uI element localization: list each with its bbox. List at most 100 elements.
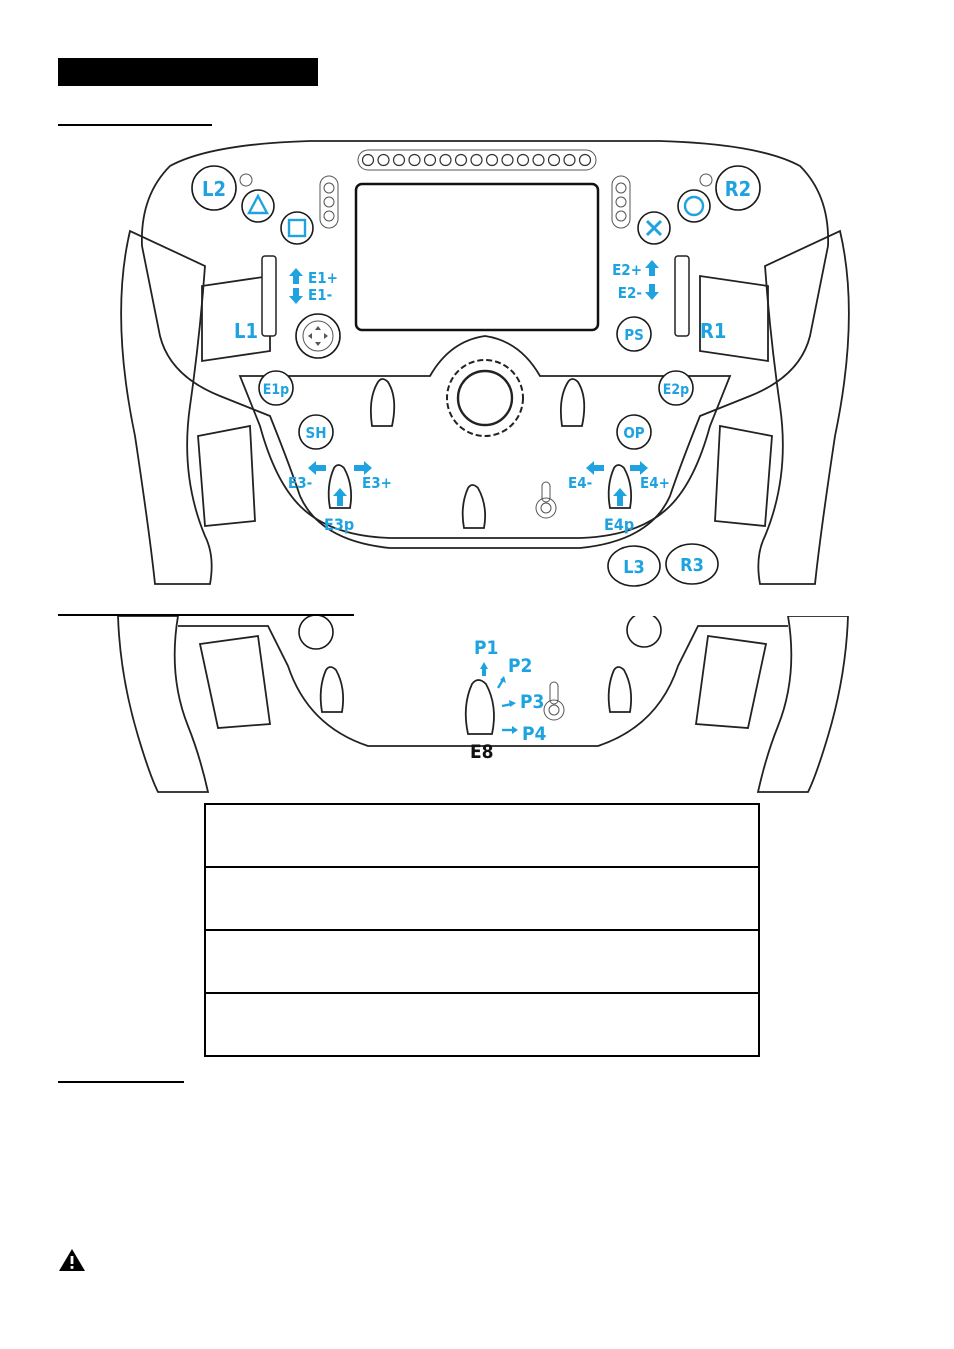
e3-right-arrow	[354, 461, 372, 475]
right-lower-paddle-detail	[694, 634, 768, 729]
p1-label: P1	[474, 637, 498, 659]
sh-button[interactable]	[298, 414, 334, 450]
e3p-label: E3p	[324, 515, 354, 534]
square-icon	[287, 218, 307, 238]
e4-rotary-encoder[interactable]	[607, 464, 633, 509]
right-led-column	[611, 175, 631, 229]
e2-plus-label: E2+	[612, 261, 642, 279]
e2-up-arrow	[645, 260, 659, 276]
e4-minus-label: E4-	[568, 474, 592, 492]
e4-plus-label: E4+	[640, 474, 670, 492]
rev-led	[578, 153, 592, 167]
l2-label: L2	[202, 177, 226, 201]
rev-led	[377, 153, 390, 167]
l3-button-detail[interactable]	[298, 616, 334, 650]
left-led-column	[319, 175, 339, 229]
e3-rotary-encoder[interactable]	[327, 464, 353, 509]
rev-led	[501, 153, 514, 167]
l1-label: L1	[234, 319, 258, 343]
dpad-inner-ring	[302, 320, 334, 352]
right-lower-paddle	[714, 424, 773, 527]
r2-label: R2	[725, 177, 751, 201]
cross-icon	[645, 219, 663, 237]
toggle-switch-detail[interactable]	[543, 681, 565, 721]
r1-label: R1	[700, 319, 726, 343]
toggle-switch[interactable]	[535, 481, 557, 519]
e1-up-arrow	[289, 268, 303, 284]
p1-arrow	[480, 662, 488, 676]
wheel-body	[141, 140, 829, 549]
warning-icon	[59, 1249, 85, 1271]
left-paddle	[201, 274, 271, 363]
lower-center-rotary[interactable]	[461, 484, 487, 529]
rev-led	[361, 153, 375, 167]
circle-icon	[683, 195, 705, 217]
p4-label: P4	[522, 723, 547, 745]
e3-plus-label: E3+	[362, 474, 392, 492]
e2-rotary-encoder[interactable]	[674, 255, 690, 337]
rev-led	[532, 153, 545, 167]
e2p-button[interactable]	[658, 370, 694, 406]
sh-label: SH	[305, 424, 326, 442]
table-row	[206, 868, 758, 931]
subtitle-underline-2	[58, 614, 354, 616]
e1p-label: E1p	[263, 382, 289, 398]
r3-button[interactable]	[665, 543, 719, 585]
r2-small-knob	[699, 173, 713, 187]
subtitle-underline-1	[58, 124, 212, 126]
settings-table	[204, 803, 760, 1057]
p2-arrow-head	[500, 676, 506, 683]
p3-label: P3	[520, 691, 544, 713]
rev-led	[392, 153, 406, 167]
p2-label: P2	[508, 655, 532, 677]
op-button[interactable]	[616, 414, 652, 450]
l2-button[interactable]	[191, 165, 237, 211]
e4-push-arrow	[613, 488, 627, 506]
e3-minus-label: E3-	[288, 474, 312, 492]
left-lower-rotary-detail[interactable]	[319, 666, 345, 713]
e8-multi-position-switch[interactable]	[464, 679, 495, 735]
left-lower-paddle	[197, 424, 256, 527]
ps-button[interactable]	[616, 316, 652, 352]
r3-button-detail[interactable]	[626, 616, 662, 648]
p3-arrow-head	[509, 700, 516, 707]
left-upper-rotary[interactable]	[369, 378, 396, 427]
dpad-arrows-icon	[308, 326, 328, 346]
r2-button[interactable]	[715, 165, 761, 211]
wheel-lower-detail-diagram: P1 P2 P3 P4 E8	[117, 616, 849, 793]
circle-button[interactable]	[677, 189, 711, 223]
section-title-bar	[58, 58, 318, 86]
l3-label: L3	[623, 557, 645, 578]
e1-plus-label: E1+	[308, 269, 338, 287]
rev-led-strip	[357, 149, 597, 171]
triangle-icon	[247, 193, 269, 215]
table-row	[206, 931, 758, 994]
e4p-label: E4p	[604, 515, 634, 534]
left-lower-paddle-detail	[198, 634, 272, 729]
left-grip-lower	[117, 616, 210, 793]
table-row	[206, 805, 758, 868]
right-lower-rotary-detail[interactable]	[607, 666, 633, 713]
p4-arrow-head	[512, 726, 518, 734]
rev-led	[485, 153, 499, 167]
op-label: OP	[623, 424, 644, 442]
subtitle-underline-3	[58, 1081, 184, 1083]
display-screen	[354, 182, 600, 332]
e2-down-arrow	[645, 284, 659, 300]
e3-left-arrow	[308, 461, 326, 475]
ps-label: PS	[624, 326, 644, 344]
e8-label: E8	[470, 741, 494, 763]
right-upper-rotary[interactable]	[559, 378, 586, 427]
l3-button[interactable]	[607, 545, 661, 587]
square-button[interactable]	[280, 211, 314, 245]
e3-push-arrow	[333, 488, 347, 506]
e1-minus-label: E1-	[308, 286, 332, 304]
e1-rotary-encoder[interactable]	[261, 255, 277, 337]
rev-led	[423, 153, 437, 167]
center-thumbwheel[interactable]	[446, 359, 524, 437]
e1p-button[interactable]	[258, 370, 294, 406]
dpad[interactable]	[295, 313, 341, 359]
lower-plate-outline	[178, 625, 788, 747]
right-paddle	[699, 274, 769, 363]
e4-left-arrow	[586, 461, 604, 475]
